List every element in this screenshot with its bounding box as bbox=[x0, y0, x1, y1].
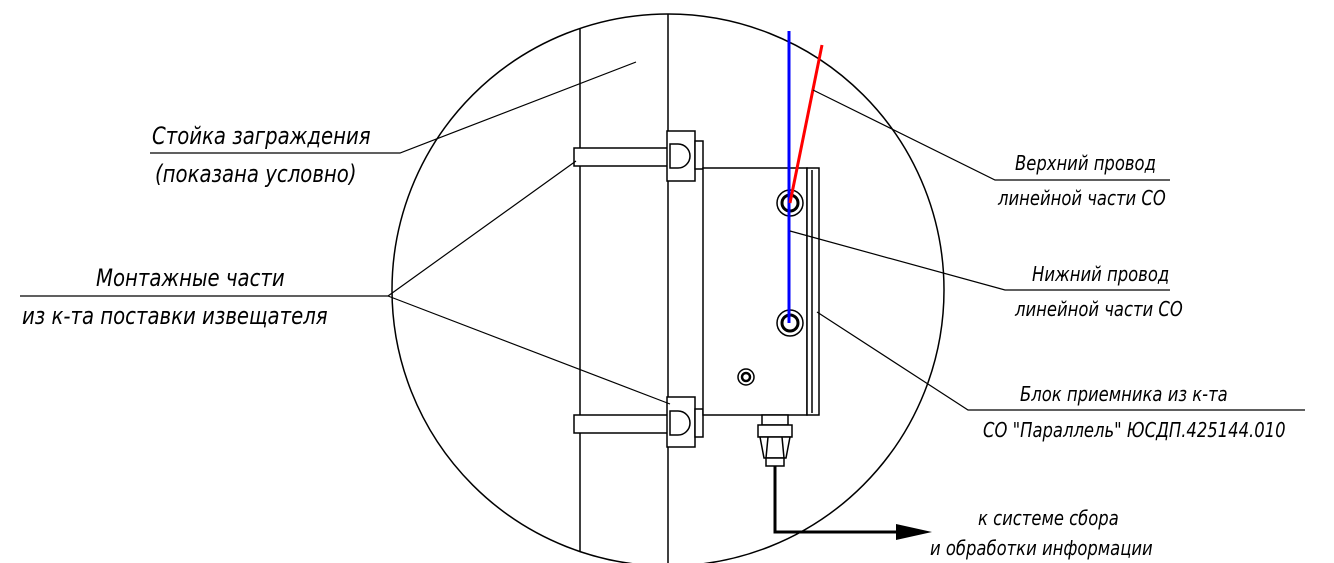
label-receiver-line1: Блок приемника из к-та bbox=[1020, 382, 1228, 406]
upper-wire bbox=[788, 44, 824, 204]
label-lower-wire-line1: Нижний провод bbox=[1032, 262, 1170, 286]
leader-lines bbox=[20, 61, 1305, 411]
label-upper-wire-line1: Верхний провод bbox=[1015, 151, 1156, 175]
cable-gland bbox=[757, 414, 793, 467]
output-cable bbox=[773, 466, 932, 540]
label-mount-line1: Монтажные части bbox=[96, 264, 285, 292]
label-upper-wire-line2: линейной части СО bbox=[998, 186, 1166, 210]
label-output-line1: к системе сбора bbox=[978, 506, 1119, 530]
fence-post bbox=[579, 14, 669, 563]
label-post-line2: (показана условно) bbox=[155, 160, 357, 188]
upper-mounting-clamp bbox=[573, 130, 704, 182]
ground-screw bbox=[737, 368, 755, 386]
label-lower-wire-line2: линейной части СО bbox=[1015, 297, 1183, 321]
leader-post bbox=[150, 61, 637, 154]
label-receiver-line2: СО "Параллель" ЮСДП.425144.010 bbox=[983, 418, 1286, 442]
leader-lower-wire bbox=[789, 230, 1170, 291]
label-mount-line2: из к-та поставки извещателя bbox=[22, 302, 328, 330]
lower-mounting-clamp bbox=[573, 396, 704, 448]
label-output-line2: и обработки информации bbox=[930, 536, 1153, 560]
label-post-line1: Стойка заграждения bbox=[152, 122, 371, 150]
leader-receiver bbox=[816, 311, 1305, 411]
leader-mount-lower bbox=[387, 295, 671, 405]
leader-upper-wire bbox=[812, 89, 1170, 181]
